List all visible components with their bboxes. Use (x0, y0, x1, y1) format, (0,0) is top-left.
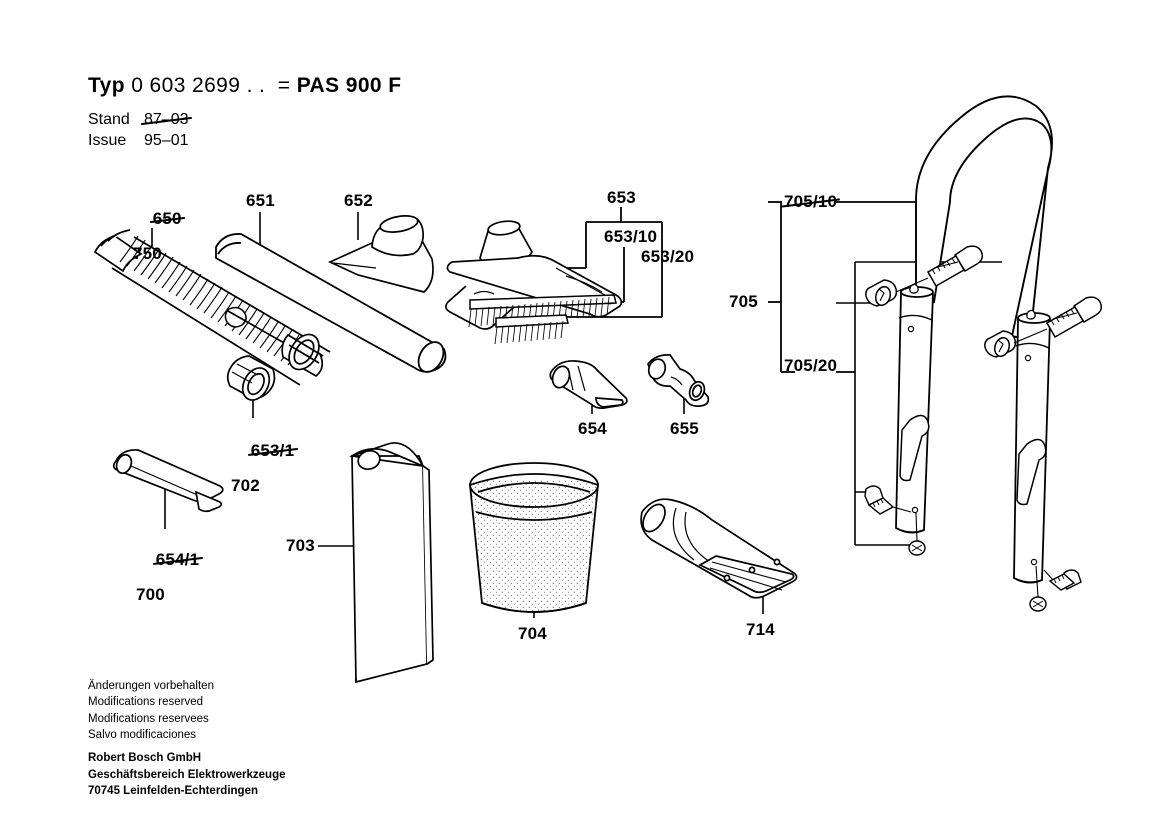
part-750-flexible-hose (93, 229, 331, 386)
typ-number-suffix: 9 . . (228, 74, 266, 97)
page-title: Typ 0 603 2699 . . = PAS 900 F (88, 74, 401, 98)
callout-714: 714 (746, 620, 775, 639)
part-651-extension-tube (215, 233, 447, 373)
footer-line-es: Salvo modificaciones (88, 728, 197, 741)
stand-label: Stand (88, 111, 130, 128)
nut-upper-left (865, 279, 898, 307)
footer-block: Änderungen vorbehalten Modifications res… (88, 678, 286, 799)
callout-654-1-superseded: 654/1 (155, 549, 200, 569)
callout-705-20: 705/20 (784, 356, 838, 375)
screw-left-lower (864, 485, 895, 515)
part-702-coupling-ring (226, 355, 276, 401)
part-700-flat-tool (112, 449, 224, 513)
callout-704: 704 (518, 624, 547, 643)
handle-right-leg (1013, 309, 1051, 584)
callout-653-20: 653/20 (641, 247, 695, 266)
callout-650-750: 650 750 (133, 192, 182, 298)
callout-705-10: 705/10 (784, 193, 837, 211)
model-name: PAS 900 F (296, 74, 402, 97)
nut-upper-right (984, 330, 1017, 358)
callout-653: 653 (607, 188, 636, 207)
part-714-squeegee-nozzle (640, 498, 798, 599)
handle-left-leg (895, 283, 934, 534)
part-705-handle-assembly (864, 95, 1103, 612)
part-653-floor-nozzle (445, 220, 623, 345)
typ-label: Typ (88, 74, 125, 97)
callout-702: 702 (231, 476, 260, 496)
issue-row: Issue 95–01 (88, 132, 189, 150)
callout-653-1-superseded: 653/1 (250, 440, 295, 460)
callout-650-superseded: 650 (152, 208, 182, 228)
callout-654: 654 (578, 419, 607, 438)
bracket-705 (768, 201, 930, 373)
leader-lines (151, 212, 764, 618)
screw-right-lower (1048, 569, 1082, 591)
footer-line-de: Änderungen vorbehalten (88, 680, 214, 692)
bolt-upper-left (926, 245, 984, 288)
company-name: Robert Bosch GmbH (88, 752, 202, 765)
company-division: Geschäftsbereich Elektrowerkzeuge (88, 768, 286, 781)
screw-bottom-right (1029, 596, 1047, 612)
stand-row: Stand 87–03 (88, 111, 189, 129)
brush-strip-653-10 (468, 294, 617, 328)
callout-705: 705 (729, 292, 758, 311)
callout-651: 651 (246, 191, 275, 210)
part-704-filter-basket (469, 462, 599, 613)
issue-value: 95–01 (144, 132, 189, 149)
callout-653-1-702: 653/1 702 (231, 424, 294, 530)
screw-bottom-left (908, 540, 926, 556)
brush-strip-653-20 (494, 314, 569, 345)
footer-line-fr: Modifications reservees (88, 712, 209, 725)
stand-value: 87–03 (144, 111, 189, 128)
callout-655: 655 (670, 419, 699, 438)
part-703-dust-bag (349, 442, 434, 684)
issue-label: Issue (88, 132, 127, 149)
equals-sign: = (277, 74, 291, 97)
callout-703: 703 (286, 536, 315, 555)
callout-654-1-700: 654/1 700 (136, 533, 199, 639)
callout-700: 700 (136, 585, 165, 605)
footer-line-en: Modifications reserved (88, 696, 204, 709)
typ-number-prefix: 0 603 269 (131, 74, 229, 97)
callout-705-10-superseded: 705/10 (784, 192, 838, 211)
part-652-triangular-nozzle (327, 215, 434, 293)
part-654-crevice-nozzle (549, 360, 628, 410)
callout-652: 652 (344, 191, 373, 210)
bolt-upper-right (1045, 296, 1103, 339)
hose-lower-cuff (281, 333, 324, 378)
part-655-adapter (647, 354, 710, 407)
company-address: 70745 Leinfelden-Echterdingen (88, 784, 258, 797)
callout-653-10: 653/10 (604, 227, 658, 246)
